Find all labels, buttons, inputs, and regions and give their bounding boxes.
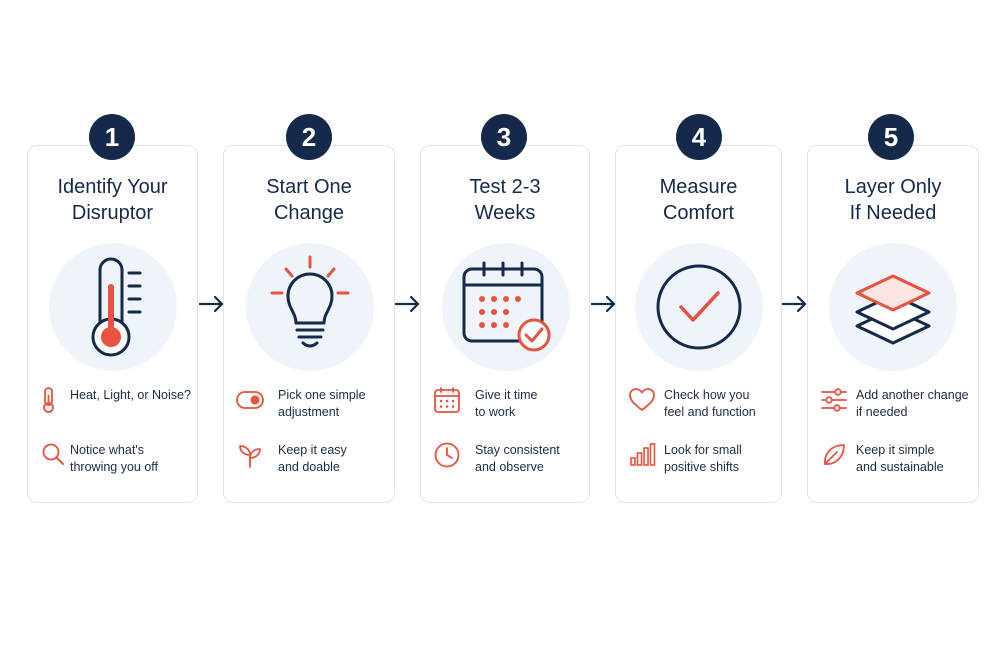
- step-number-badge: 1: [89, 114, 135, 160]
- item-text: Keep it simple and sustainable: [856, 443, 944, 474]
- list-item: Give it time to work: [433, 386, 583, 426]
- layers-icon: [829, 243, 957, 371]
- list-item: Look for small positive shifts: [628, 441, 775, 481]
- thermometer-icon: [49, 243, 177, 371]
- item-text: Check how you feel and function: [664, 388, 756, 419]
- list-item: Keep it simple and sustainable: [820, 441, 972, 481]
- step-number-badge: 4: [676, 114, 722, 160]
- sliders-icon: [820, 386, 848, 414]
- calendar-check-icon: [442, 243, 570, 371]
- step-title: Identify Your Disruptor: [57, 176, 168, 224]
- list-item: Check how you feel and function: [628, 386, 775, 426]
- step-title: Test 2-3 Weeks: [469, 176, 541, 224]
- step-card-1: Identify Your Disruptor Heat, Light, or …: [27, 145, 198, 503]
- arrow-right-icon: [198, 292, 226, 316]
- item-text: Notice what's throwing you off: [70, 443, 159, 474]
- sprout-icon: [236, 441, 264, 469]
- check-circle-icon: [635, 243, 763, 371]
- bar-chart-icon: [628, 441, 656, 469]
- list-item: Pick one simple adjustment: [236, 386, 388, 426]
- lightbulb-icon: [246, 243, 374, 371]
- item-text: Add another change if needed: [856, 388, 969, 419]
- list-item: Keep it easy and doable: [236, 441, 388, 481]
- clock-icon: [433, 441, 461, 469]
- item-text: Stay consistent and observe: [475, 443, 560, 474]
- list-item: Stay consistent and observe: [433, 441, 583, 481]
- leaf-icon: [820, 441, 848, 469]
- step-title: Layer Only If Needed: [844, 176, 942, 224]
- arrow-right-icon: [590, 292, 618, 316]
- list-item: Notice what's throwing you off: [40, 441, 191, 481]
- step-number-badge: 5: [868, 114, 914, 160]
- step-number-badge: 2: [286, 114, 332, 160]
- item-text: Give it time to work: [475, 388, 538, 419]
- step-card-4: Measure Comfort Check how you feel and f…: [615, 145, 782, 503]
- item-text: Keep it easy and doable: [278, 443, 347, 474]
- calendar-icon: [433, 386, 461, 414]
- list-item: Add another change if needed: [820, 386, 972, 426]
- step-card-5: Layer Only If Needed Add another change …: [807, 145, 979, 503]
- arrow-right-icon: [394, 292, 422, 316]
- step-title: Measure Comfort: [659, 176, 738, 224]
- step-card-3: Test 2-3 Weeks: [420, 145, 590, 503]
- heart-icon: [628, 386, 656, 414]
- item-text: Look for small positive shifts: [664, 443, 742, 474]
- step-card-2: Start One Change Pick one simple adjustm…: [223, 145, 395, 503]
- arrow-right-icon: [781, 292, 809, 316]
- list-item: Heat, Light, or Noise?: [40, 386, 191, 426]
- toggle-icon: [236, 386, 264, 414]
- step-number-badge: 3: [481, 114, 527, 160]
- item-text: Heat, Light, or Noise?: [70, 388, 191, 402]
- magnifier-icon: [40, 441, 68, 469]
- thermometer-small-icon: [40, 386, 68, 414]
- item-text: Pick one simple adjustment: [278, 388, 366, 419]
- step-title: Start One Change: [266, 176, 352, 224]
